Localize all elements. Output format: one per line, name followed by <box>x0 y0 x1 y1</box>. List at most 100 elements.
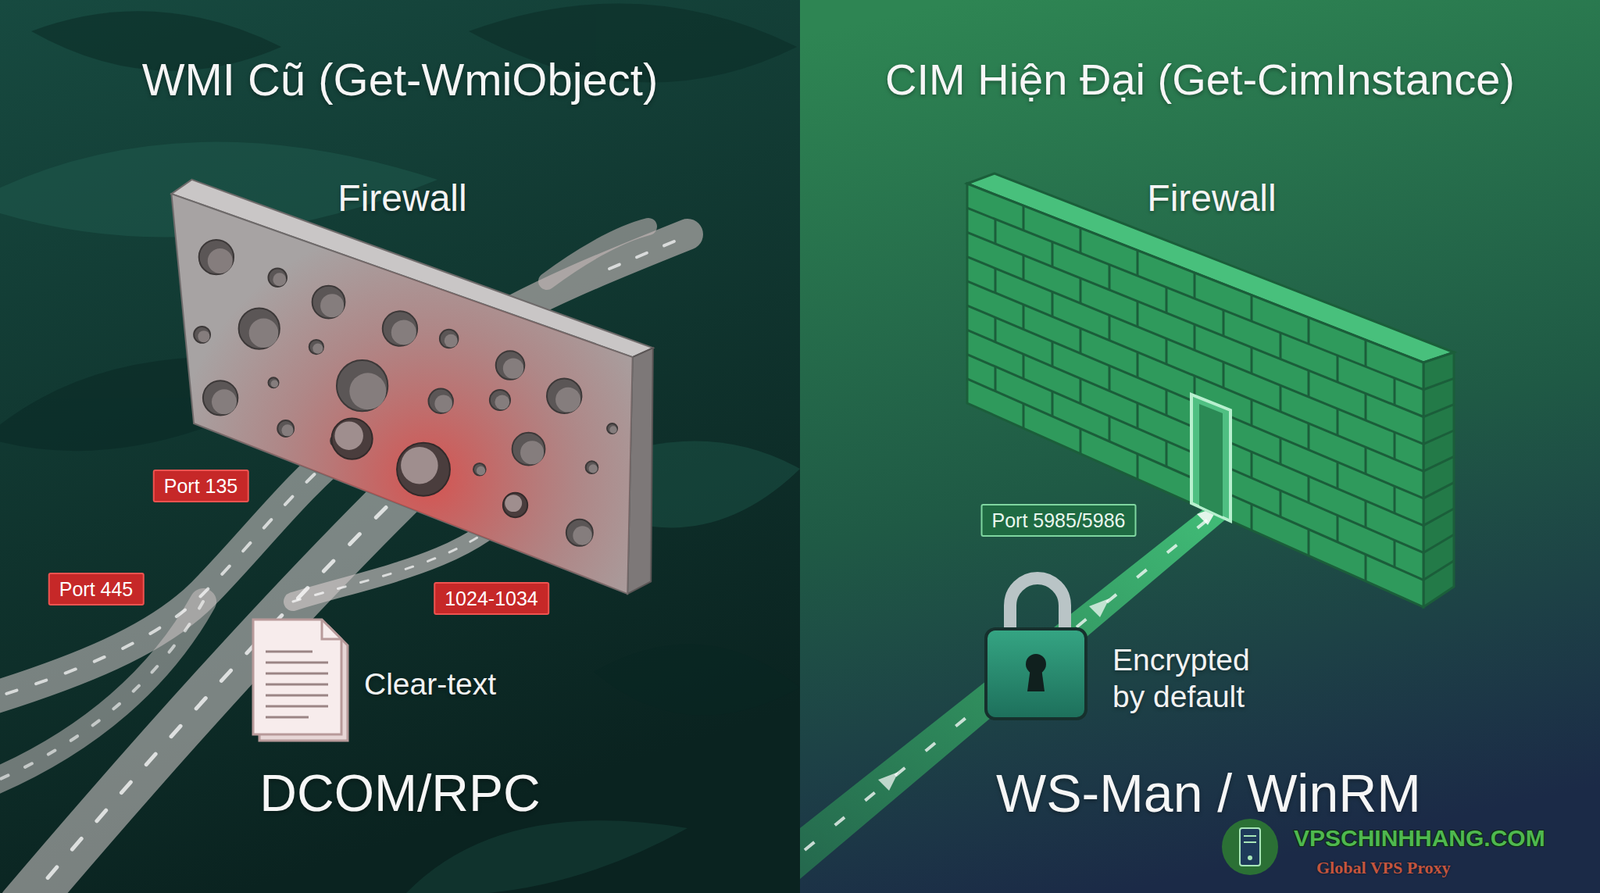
brick-joint <box>1108 416 1111 442</box>
brick-joint <box>1079 228 1083 254</box>
brick-joint <box>994 267 997 293</box>
brick-joint <box>1336 461 1340 489</box>
brick-joint <box>1108 264 1111 290</box>
lock-icon <box>985 578 1086 719</box>
wall-hole <box>323 527 333 536</box>
port-badge: Port 5985/5986 <box>981 503 1137 537</box>
wall-hole <box>555 387 581 413</box>
wall-hole <box>473 463 486 476</box>
brick-joint <box>1364 339 1368 367</box>
wall-glow <box>171 193 633 594</box>
brick-lines <box>967 205 1454 582</box>
protocol-name: WS-Man / WinRM <box>996 761 1422 826</box>
port-label: Port 135 <box>164 474 239 498</box>
brick-joint <box>1022 403 1025 429</box>
brick-joint <box>1250 295 1254 322</box>
brick-joint <box>1307 528 1311 556</box>
wall-hole <box>320 293 344 318</box>
brick-joint <box>1336 515 1340 543</box>
document-icon <box>265 705 329 708</box>
wall-front <box>171 193 633 594</box>
brick-joint <box>1250 503 1254 530</box>
document-icon <box>265 694 329 697</box>
wall-hole <box>312 342 323 354</box>
brick-joint <box>1393 378 1397 406</box>
wall-hole <box>476 466 486 475</box>
wall-hole <box>444 334 458 348</box>
document-icon <box>265 672 329 675</box>
brick-line <box>1423 482 1454 499</box>
firewall-wall: Firewall <box>953 167 1469 622</box>
document-icon <box>253 619 342 735</box>
wall-hole <box>336 360 388 411</box>
brick-joint <box>1022 304 1025 330</box>
brick-line <box>1423 430 1454 444</box>
wall-side <box>1423 352 1454 608</box>
brick-joint <box>1051 291 1054 317</box>
document-icon <box>265 651 329 718</box>
brick-joint <box>994 366 997 391</box>
brick-line <box>967 329 1424 525</box>
brick-joint <box>1165 338 1168 365</box>
wall-door-inner <box>1199 403 1223 517</box>
wall-hole <box>428 389 454 414</box>
brick-line <box>1423 560 1454 581</box>
brick-joint <box>1364 500 1368 528</box>
brick-joint <box>1136 403 1140 429</box>
brick-joint <box>1108 314 1111 340</box>
brick-joint <box>1250 399 1254 425</box>
brick-joint <box>1079 378 1083 404</box>
wall-hole <box>249 317 279 348</box>
firewall-shape <box>953 167 1469 622</box>
document-icon <box>265 661 329 665</box>
document-icon <box>265 683 329 686</box>
brick-line <box>1423 456 1454 472</box>
brick-line <box>1423 508 1454 526</box>
data-pipes <box>0 601 204 790</box>
brick-joint <box>1279 438 1283 465</box>
watermark-logo <box>1221 818 1279 875</box>
brick-joint <box>1307 370 1311 397</box>
wall-hole <box>267 377 279 388</box>
brick-line <box>967 232 1424 417</box>
wall-hole <box>609 425 617 433</box>
brick-joint <box>1307 476 1311 504</box>
watermark-logo <box>1247 855 1253 861</box>
brick-joint <box>1051 242 1054 268</box>
wall-hole <box>566 519 593 547</box>
panel-title: WMI Cũ (Get-WmiObject) <box>142 52 659 108</box>
leaf-pattern <box>593 643 800 715</box>
wall-hole <box>246 457 257 468</box>
brick-joint <box>1193 272 1197 299</box>
brick-joint <box>1165 440 1168 467</box>
port-label: 1024-1034 <box>444 586 539 611</box>
brick-joint <box>1393 485 1397 514</box>
watermark: VPSCHINHHANG.COM <box>1293 824 1546 853</box>
brick-joint <box>1364 446 1368 474</box>
wall-hole <box>503 357 524 379</box>
wall-hole <box>546 378 582 414</box>
protocol-name: DCOM/RPC <box>259 762 540 825</box>
brick-joint <box>1022 205 1025 231</box>
watermark-logo <box>1243 835 1257 837</box>
brick-joint <box>1051 391 1054 417</box>
secure-channel <box>878 771 899 791</box>
brick-joint <box>994 317 997 342</box>
wall-hole <box>434 394 453 413</box>
pipe-end <box>400 446 439 485</box>
pipe-hole <box>331 417 372 459</box>
brick-joint <box>1307 317 1311 344</box>
brick-joint <box>1022 255 1025 281</box>
wall-hole <box>207 248 233 274</box>
wall-hole <box>589 464 598 473</box>
brick-line <box>967 207 1424 390</box>
wall-hole <box>489 389 511 411</box>
wall-hole <box>572 525 592 545</box>
port-label: Port 445 <box>59 577 134 601</box>
document-icon <box>265 650 313 654</box>
wall-hole <box>239 307 280 349</box>
wall-door <box>1191 394 1231 522</box>
brick-joint <box>1165 287 1168 314</box>
port-badge: Port 135 <box>153 469 250 503</box>
